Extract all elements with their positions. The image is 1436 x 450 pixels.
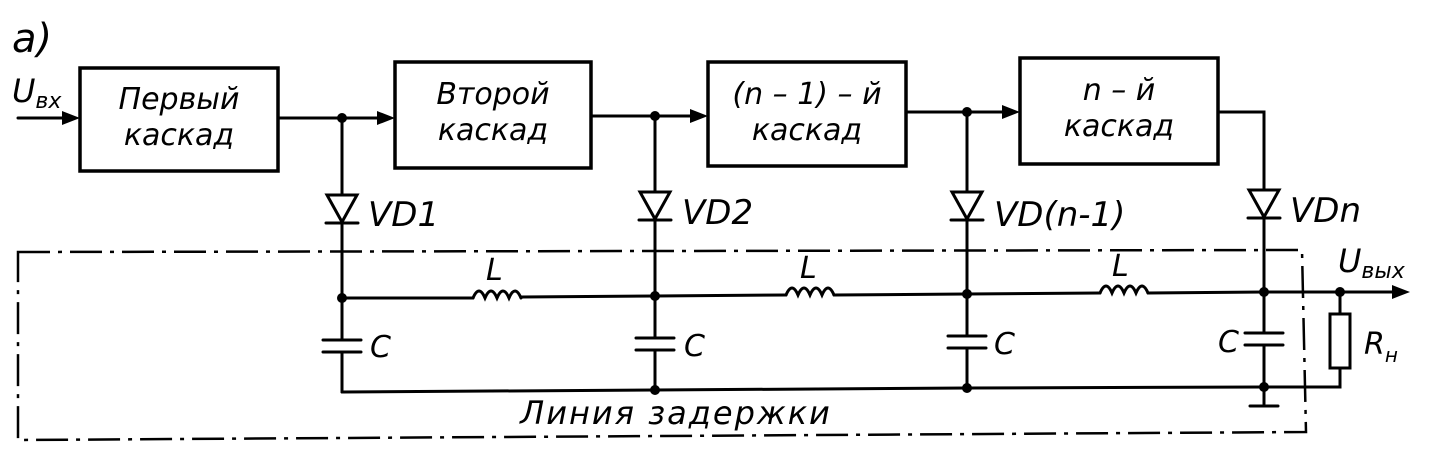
input-label: U: [12, 72, 35, 110]
capacitor-4: C: [1218, 290, 1285, 408]
output-label: U: [1338, 242, 1361, 280]
delay-line-boundary: [16, 248, 1308, 442]
diode-2-label: VD2: [682, 193, 753, 233]
diode-3-label: VD(n-1): [994, 195, 1125, 235]
svg-text:каскад: каскад: [1064, 109, 1174, 144]
svg-text:каскад: каскад: [438, 113, 548, 148]
svg-text:Первый: Первый: [119, 82, 240, 117]
ground-rail: [340, 366, 1342, 395]
inductor-3-label: L: [1112, 249, 1129, 284]
stage-box-4: n – й каскад: [1018, 56, 1220, 166]
stage-box-2: Второй каскад: [393, 60, 593, 170]
inductor-2-label: L: [800, 251, 817, 286]
svg-text:(n – 1) – й: (n – 1) – й: [732, 77, 881, 112]
diode-1: VD1: [324, 116, 439, 300]
diode-1-label: VD1: [368, 195, 439, 235]
svg-text:Второй: Второй: [436, 77, 549, 112]
output-label-sub: вых: [1361, 259, 1405, 284]
capacitor-3-label: C: [994, 327, 1015, 362]
resistor-label-sub: н: [1385, 343, 1398, 367]
svg-text:Uвх: Uвх: [12, 72, 62, 114]
load-resistor: Rн: [1328, 290, 1398, 370]
svg-text:каскад: каскад: [124, 118, 234, 153]
diode-3: VD(n-1): [949, 110, 1125, 296]
delay-line-label: Линия задержки: [519, 394, 832, 432]
svg-text:n – й: n – й: [1083, 73, 1156, 108]
svg-text:Uвых: Uвых: [1338, 242, 1406, 284]
capacitor-2: C: [634, 294, 705, 392]
capacitor-3: C: [946, 292, 1015, 390]
delay-line-rail: L L L: [337, 249, 1410, 303]
svg-text:Rн: Rн: [1364, 327, 1398, 367]
capacitor-1-label: C: [370, 330, 391, 365]
svg-text:каскад: каскад: [752, 113, 862, 148]
resistor-label: R: [1364, 327, 1385, 362]
capacitor-2-label: C: [684, 329, 705, 364]
input-label-sub: вх: [35, 89, 62, 114]
diode-4: VDn: [1246, 188, 1361, 294]
inductor-1-label: L: [486, 253, 503, 288]
stage-connections: [276, 105, 1266, 192]
capacitor-4-label: C: [1218, 325, 1239, 360]
diode-4-label: VDn: [1290, 191, 1361, 231]
figure-label: a): [12, 16, 52, 62]
input-terminal: Uвх: [12, 72, 80, 125]
stage-box-1: Первый каскад: [78, 66, 280, 173]
stage-box-3: (n – 1) – й каскад: [706, 60, 908, 168]
diode-2: VD2: [637, 114, 753, 298]
capacitor-1: C: [321, 296, 391, 394]
